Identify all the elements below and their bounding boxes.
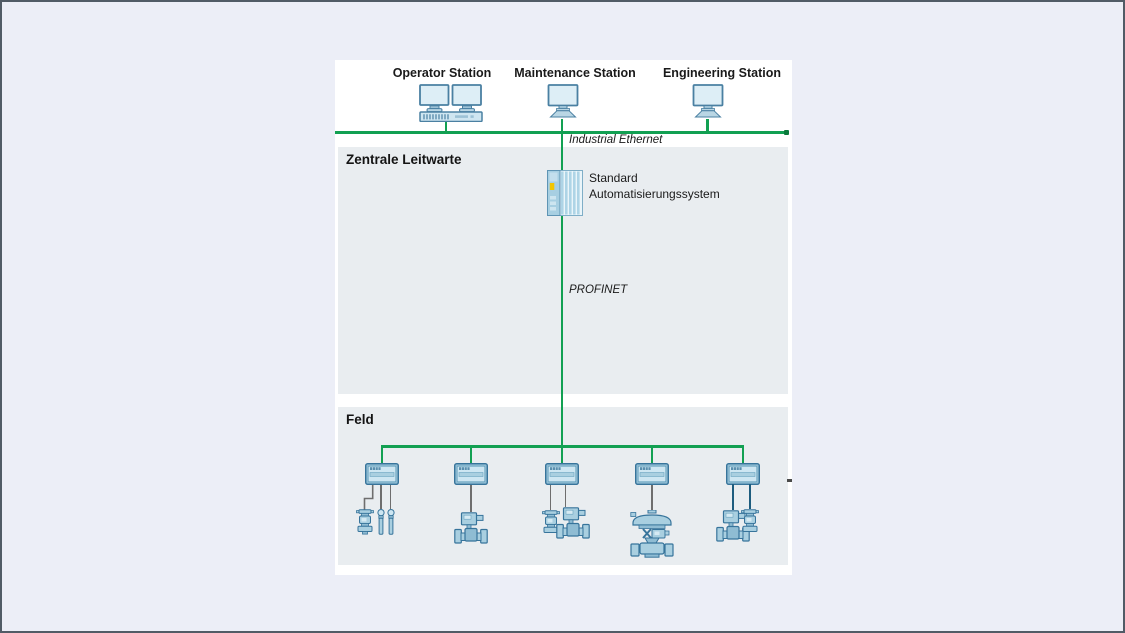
monitor-workstation-icon [547,84,578,118]
ethernet-line-endpoint [784,129,789,135]
dual-monitor-workstation-icon [419,84,483,122]
field-drop-line-4 [650,445,654,464]
operator-drop-line [444,121,447,132]
sensor-probe-icon [377,509,385,535]
remote-io-module-icon [454,463,488,485]
remote-io-module-icon [635,463,669,485]
signal-line [549,485,552,510]
field-drop-line-1 [380,445,384,464]
engineering-station-label: Engineering Station [662,66,782,80]
diagram-panel: Zentrale Leitwarte Feld [335,60,792,575]
controller-label-line1: Standard [589,171,638,185]
signal-line-elbow [363,485,374,511]
control-valve-icon [630,510,674,558]
signal-line [470,485,472,512]
pressure-transmitter-icon [541,510,560,533]
valve-with-positioner-icon [556,507,590,539]
industrial-ethernet-line [335,131,786,134]
monitor-workstation-icon [692,84,723,118]
field-bus-line [380,445,745,448]
edge-mark [787,479,792,482]
controller-label: Standard Automatisierungssystem [589,170,720,202]
section-title-field: Feld [346,412,374,427]
remote-io-module-icon [365,463,399,485]
industrial-ethernet-label: Industrial Ethernet [569,134,663,146]
sensor-probe-icon [386,509,395,535]
profinet-label: PROFINET [569,284,628,296]
section-title-control-room: Zentrale Leitwarte [346,152,462,167]
field-drop-line-2 [469,445,473,464]
maintenance-station-label: Maintenance Station [514,66,636,80]
engineering-drop-line [706,119,709,132]
valve-with-positioner-icon [716,510,750,542]
remote-io-module-icon [726,463,760,485]
signal-line [380,485,382,509]
pressure-transmitter-icon [741,509,760,532]
remote-io-module-icon [545,463,579,485]
signal-line [389,485,392,509]
valve-with-positioner-icon [454,512,488,544]
plc-controller-icon [547,170,583,216]
profinet-trunk-line [560,119,564,464]
controller-label-line2: Automatisierungssystem [589,187,720,201]
field-drop-line-5 [741,445,745,464]
fieldbus-signal-line [732,484,734,510]
signal-line [651,485,653,510]
operator-station-label: Operator Station [392,66,492,80]
signal-line [564,485,567,507]
fieldbus-signal-line [749,484,752,509]
pressure-transmitter-icon [355,509,374,535]
